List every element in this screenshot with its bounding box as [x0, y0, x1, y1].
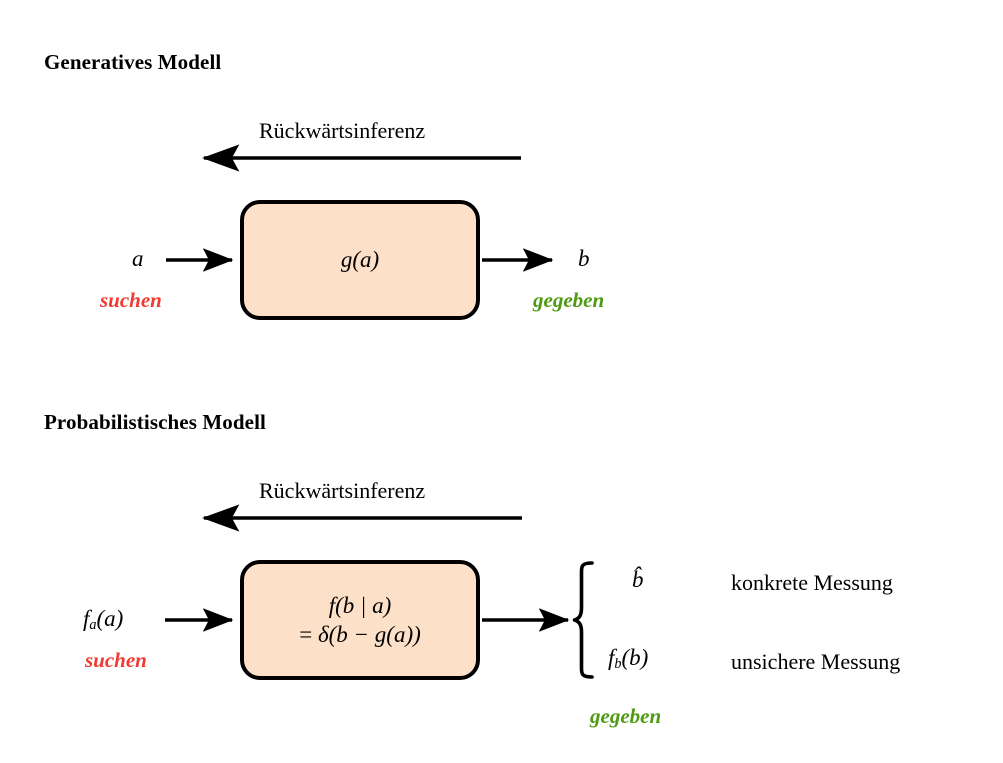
box-formula-line-1: f(b | a) — [328, 592, 392, 618]
outcome-symbol-subscript: b — [614, 656, 622, 673]
input-label-generative: a — [132, 246, 144, 271]
process-box-probabilistic[interactable]: f(b | a) = δ(b − g(a)) — [240, 560, 480, 680]
equals-sign: = — [299, 622, 313, 647]
section-title-probabilistic: Probabilistisches Modell — [44, 410, 266, 434]
output-annotation-probabilistic: gegeben — [590, 704, 662, 728]
input-label-f: f — [83, 606, 90, 631]
box-formula-generative: g(a) — [340, 247, 380, 273]
section-title-generative: Generatives Modell — [44, 50, 222, 74]
backward-arrow-caption-generative: Rückwärtsinferenz — [259, 118, 426, 143]
input-label-probabilistic: fa(a) — [83, 606, 123, 634]
box-formula-line-2: = δ(b − g(a)) — [299, 620, 421, 649]
input-annotation-probabilistic: suchen — [85, 648, 147, 672]
output-label-generative: b — [578, 246, 590, 271]
input-label-subscript: a — [89, 617, 97, 634]
delta-expression: δ(b − g(a)) — [317, 622, 421, 647]
outcome-symbol-concrete: b̂ — [632, 567, 644, 592]
outcome-symbol-f: f — [608, 645, 615, 670]
left-curly-brace-icon — [572, 561, 594, 679]
outcome-description-concrete: konkrete Messung — [731, 570, 893, 595]
output-annotation-generative: gegeben — [533, 288, 605, 312]
outcome-symbol-argument: (b) — [621, 645, 649, 670]
input-annotation-generative: suchen — [100, 288, 162, 312]
outcome-description-uncertain: unsichere Messung — [731, 649, 901, 674]
input-label-argument: (a) — [96, 606, 124, 631]
backward-arrow-caption-probabilistic: Rückwärtsinferenz — [259, 478, 426, 503]
process-box-generative[interactable]: g(a) — [240, 200, 480, 320]
outcome-symbol-uncertain: fb(b) — [608, 645, 648, 673]
